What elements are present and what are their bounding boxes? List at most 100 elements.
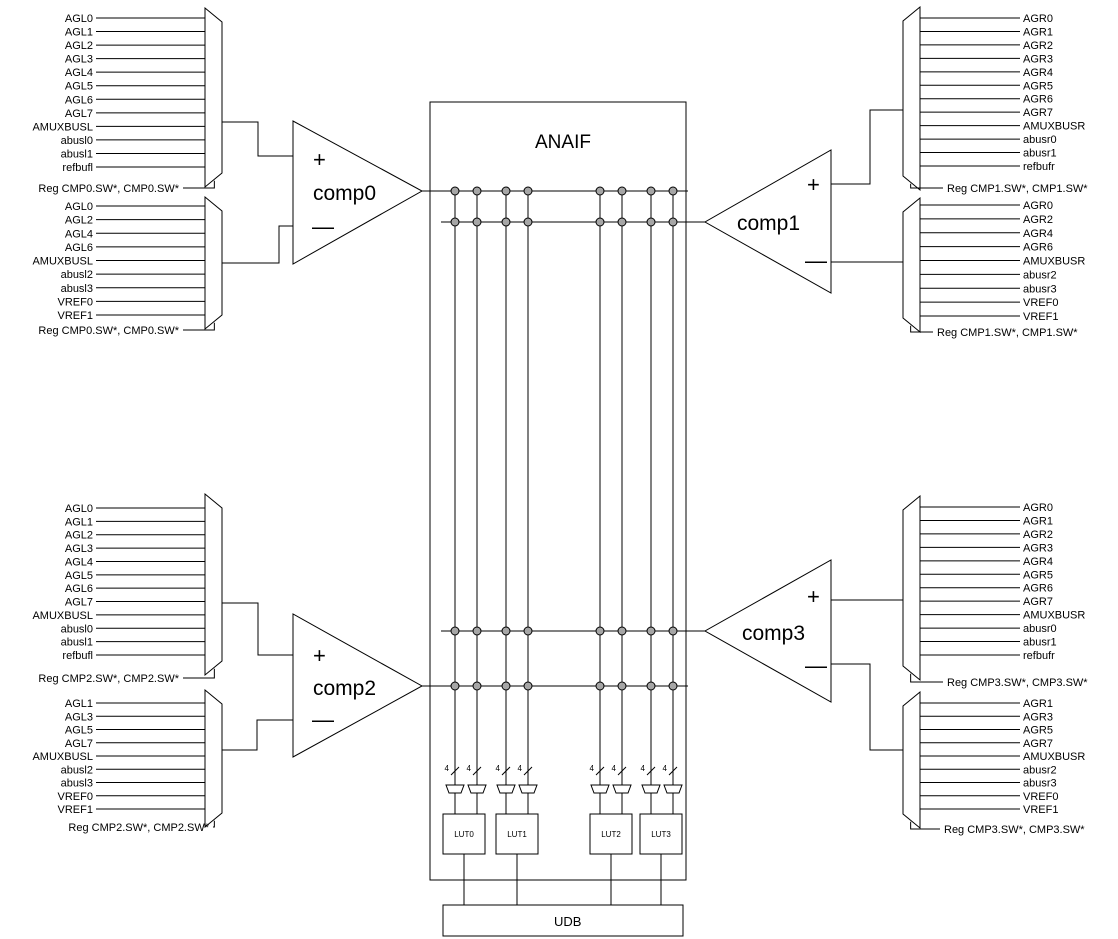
crossbar-switch xyxy=(646,186,656,196)
crossbar-switch xyxy=(472,626,482,636)
comp3-label: comp3 xyxy=(742,622,805,645)
mux-input-label: AGR5 xyxy=(1023,725,1053,737)
bus-width-label: 4 xyxy=(496,764,501,773)
mux-select-register-label: Reg CMP3.SW*, CMP3.SW* xyxy=(947,677,1088,689)
mux-input-label: AGR7 xyxy=(1023,596,1053,608)
udb-label: UDB xyxy=(554,914,581,929)
mux-input-label: AGL6 xyxy=(65,94,93,106)
lut2: LUT2 xyxy=(589,793,633,905)
crossbar-switch xyxy=(523,217,533,227)
mux-input-label: AMUXBUSL xyxy=(32,121,93,133)
bus-width-label: 4 xyxy=(467,764,472,773)
crossbar-switch xyxy=(450,186,460,196)
mux-select-line xyxy=(183,668,215,679)
mux-input-label: AGL5 xyxy=(65,725,93,737)
comp1-label: comp1 xyxy=(737,212,800,235)
mux-output-wire xyxy=(831,109,903,185)
lut0: LUT0 xyxy=(442,793,486,905)
mux-input-label: refbufl xyxy=(62,650,93,662)
crossbar-switch xyxy=(595,217,605,227)
mux-input-label: AMUXBUSR xyxy=(1023,610,1085,622)
mux-select-line xyxy=(910,673,943,683)
crossbar-switch xyxy=(646,217,656,227)
mux-body xyxy=(902,196,921,334)
mux-input-label: AGL2 xyxy=(65,215,93,227)
mux-select-line xyxy=(183,322,215,331)
mux-input-label: AGR2 xyxy=(1023,529,1053,541)
mux-output-wire xyxy=(222,719,293,751)
comp1: + — comp1 xyxy=(703,149,832,294)
mux-input-label: AGL7 xyxy=(65,597,93,609)
mux-output-wire xyxy=(222,602,293,656)
mux-input-label: abusr2 xyxy=(1023,764,1057,776)
crossbar-switch xyxy=(617,217,627,227)
mux-input-label: VREF0 xyxy=(58,791,93,803)
mux-input-label: abusl0 xyxy=(61,135,93,147)
mux-input-label: abusl0 xyxy=(61,623,93,635)
lut-box xyxy=(639,813,683,855)
lut-box xyxy=(589,813,633,855)
bus-width-label: 4 xyxy=(641,764,646,773)
comp2-label: comp2 xyxy=(313,677,376,700)
mux-input-label: VREF0 xyxy=(1023,791,1058,803)
mux-input-label: abusr3 xyxy=(1023,283,1057,295)
mux-input-label: AGL0 xyxy=(65,201,93,213)
comp0: + — comp0 xyxy=(292,120,424,265)
bus-width-label: 4 xyxy=(612,764,617,773)
crossbar-switch xyxy=(523,626,533,636)
mux-input-label: AGL3 xyxy=(65,543,93,555)
crossbar-switch xyxy=(668,186,678,196)
mux-select-register-label: Reg CMP1.SW*, CMP1.SW* xyxy=(937,327,1078,339)
mux-input-label: abusl2 xyxy=(61,764,93,776)
comp1-neg-mux: AGR0AGR2AGR4AGR6AMUXBUSRabusr2abusr3VREF… xyxy=(831,196,1085,339)
mux-input-label: abusr0 xyxy=(1023,134,1057,146)
mux-input-label: AGR4 xyxy=(1023,67,1053,79)
mux-input-label: AGR0 xyxy=(1023,200,1053,212)
bus-width-label: 4 xyxy=(445,764,450,773)
mux-input-label: abusl3 xyxy=(61,283,93,295)
crossbar-switch xyxy=(501,681,511,691)
select-mux xyxy=(641,784,661,794)
mux-input-label: AGR3 xyxy=(1023,711,1053,723)
mux-input-label: AGL1 xyxy=(65,698,93,710)
udb-block xyxy=(442,904,684,937)
crossbar-switch xyxy=(501,217,511,227)
comp1-triangle xyxy=(703,149,832,294)
anaif-title: ANAIF xyxy=(535,132,591,153)
mux-input-label: AGR1 xyxy=(1023,515,1053,527)
mux-select-line xyxy=(183,180,215,189)
mux-body xyxy=(204,6,223,189)
mux-input-label: refbufr xyxy=(1023,650,1055,662)
comp0-triangle xyxy=(292,120,424,265)
mux-input-label: AGR1 xyxy=(1023,26,1053,38)
crossbar-switch xyxy=(595,186,605,196)
anaif-block xyxy=(429,101,687,881)
mux-input-label: AMUXBUSL xyxy=(32,610,93,622)
comp1-plus-sign: + xyxy=(807,172,820,197)
crossbar-switch xyxy=(472,217,482,227)
mux-input-label: AGR0 xyxy=(1023,502,1053,514)
mux-input-label: AGR4 xyxy=(1023,556,1053,568)
crossbar-switch xyxy=(450,681,460,691)
crossbar-switch xyxy=(501,626,511,636)
select-mux xyxy=(612,784,632,794)
mux-output-wire xyxy=(222,225,293,264)
crossbar-switch xyxy=(646,626,656,636)
mux-input-label: AMUXBUSR xyxy=(1023,121,1085,133)
mux-input-label: VREF1 xyxy=(1023,311,1058,323)
mux-input-label: AGL0 xyxy=(65,13,93,25)
mux-input-label: AGR6 xyxy=(1023,583,1053,595)
comp3-minus-sign: — xyxy=(805,653,827,678)
mux-input-label: AGL7 xyxy=(65,738,93,750)
comp3-triangle xyxy=(703,559,832,703)
mux-input-label: AGL6 xyxy=(65,242,93,254)
crossbar-switch xyxy=(668,626,678,636)
crossbar-switch xyxy=(595,626,605,636)
lut-label: LUT0 xyxy=(454,830,474,839)
mux-select-register-label: Reg CMP2.SW*, CMP2.SW* xyxy=(68,822,209,834)
mux-input-label: AGL4 xyxy=(65,228,93,240)
lut-label: LUT1 xyxy=(507,830,527,839)
